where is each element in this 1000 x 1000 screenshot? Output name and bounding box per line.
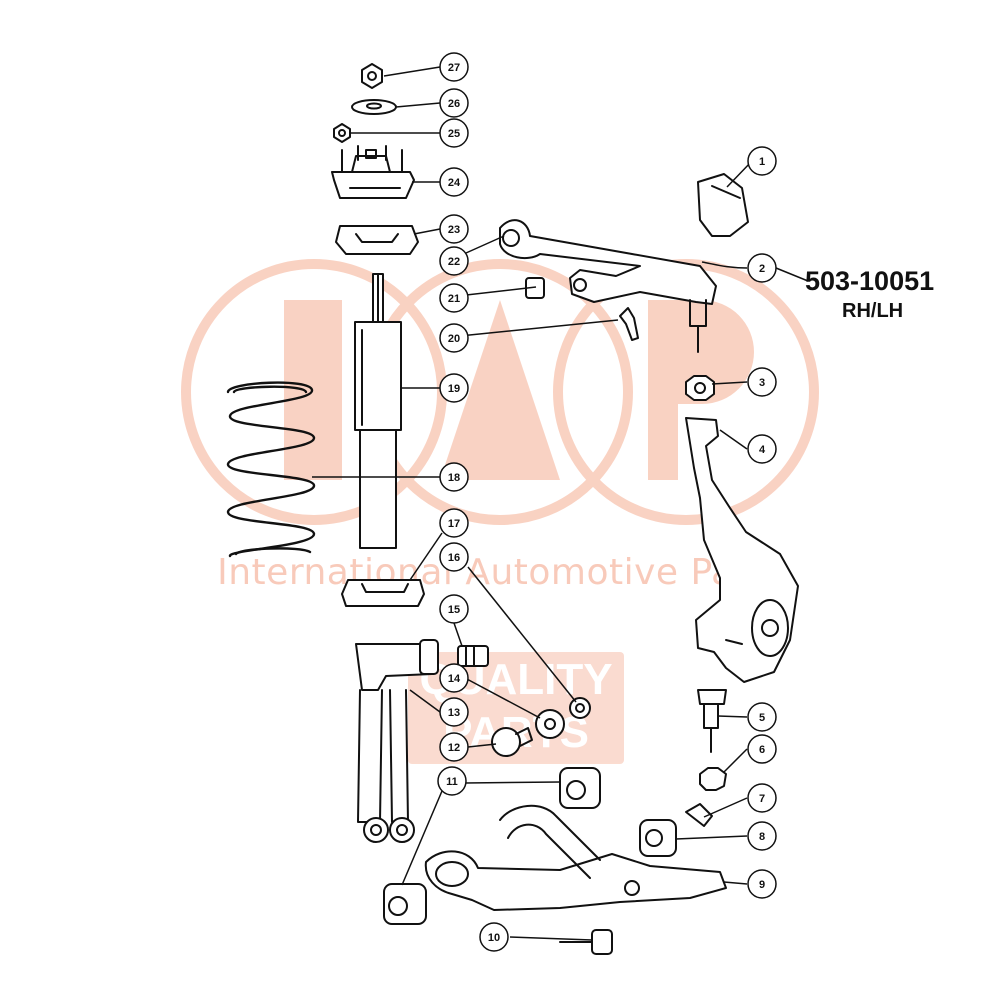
cam-washer-part [535,709,565,739]
callout-circle-26 [439,88,469,118]
arm-bolt-part [559,929,613,955]
callout-circle-11 [437,766,467,796]
part-side-label: RH/LH [842,300,904,322]
callout-label-15: 15 [448,604,460,616]
callout-circle-23 [439,214,469,244]
shock-absorber-part [354,273,402,549]
bump-stop-part [697,173,749,237]
callout-label-7: 7 [759,793,765,805]
callout-circle-5 [747,702,777,732]
callout-circle-13 [439,697,469,727]
upper-control-arm-part [499,219,717,353]
callout-label-27: 27 [448,62,460,74]
callout-circle-12 [439,732,469,762]
lower-nut-part [699,767,727,791]
callout-label-21: 21 [448,293,460,305]
callout-circle-15 [439,594,469,624]
callout-circle-22 [439,246,469,276]
callout-circle-7 [747,783,777,813]
cam-nut-part [569,697,591,719]
callout-label-10: 10 [488,932,500,944]
steering-knuckle-part [685,417,799,683]
callout-circle-2 [747,253,777,283]
lower-spring-seat-part [341,579,425,607]
callout-label-26: 26 [448,98,460,110]
callout-label-14: 14 [448,673,461,685]
callout-circle-25 [439,118,469,148]
callout-circle-3 [747,367,777,397]
callout-circle-8 [747,821,777,851]
callout-label-20: 20 [448,333,460,345]
callout-circle-20 [439,323,469,353]
top-nut-part [361,63,383,89]
callout-circle-10 [479,922,509,952]
callout-label-18: 18 [448,472,460,484]
rear-bushing-part [639,819,677,857]
part-number: 503-10051 [805,266,935,296]
callout-label-16: 16 [448,552,460,564]
callout-circle-19 [439,373,469,403]
strut-link-part [355,639,439,843]
callout-label-6: 6 [759,744,765,756]
lower-arm-bushing-part [383,767,601,925]
callout-circle-14 [439,663,469,693]
callout-label-4: 4 [759,444,766,456]
callout-label-22: 22 [448,256,460,268]
callout-label-13: 13 [448,707,460,719]
bolt-bushing-part [457,645,489,667]
grease-fitting-part [685,803,713,827]
callout-label-23: 23 [448,224,460,236]
callout-label-17: 17 [448,518,460,530]
callout-circle-21 [439,283,469,313]
callout-label-12: 12 [448,742,460,754]
callout-circle-16 [439,542,469,572]
strut-mount-part [331,145,415,199]
callout-label-9: 9 [759,879,765,891]
watermark-tagline: International Automotive Parts [217,552,783,593]
callout-label-3: 3 [759,377,765,389]
callout-circle-1 [747,146,777,176]
callout-label-25: 25 [448,128,460,140]
callout-circle-4 [747,434,777,464]
small-nut-part [333,123,351,143]
callout-label-2: 2 [759,263,765,275]
callout-circle-6 [747,734,777,764]
coil-spring-part [226,381,316,558]
callout-label-19: 19 [448,383,460,395]
sensor-bracket-part [619,307,639,341]
callout-circle-9 [747,869,777,899]
cam-bolt-part [491,727,533,757]
callout-label-11: 11 [446,776,458,788]
callout-label-24: 24 [448,177,461,189]
lower-control-arm-part [424,804,727,911]
ball-joint-nut-part [685,375,715,401]
lower-ball-joint-part [697,689,727,753]
upper-spring-seat-part [335,225,419,255]
callout-circle-17 [439,508,469,538]
callout-label-8: 8 [759,831,765,843]
callout-circle-18 [439,462,469,492]
callout-circle-27 [439,52,469,82]
callout-label-1: 1 [759,156,765,168]
callout-label-5: 5 [759,712,765,724]
callout-circle-24 [439,167,469,197]
